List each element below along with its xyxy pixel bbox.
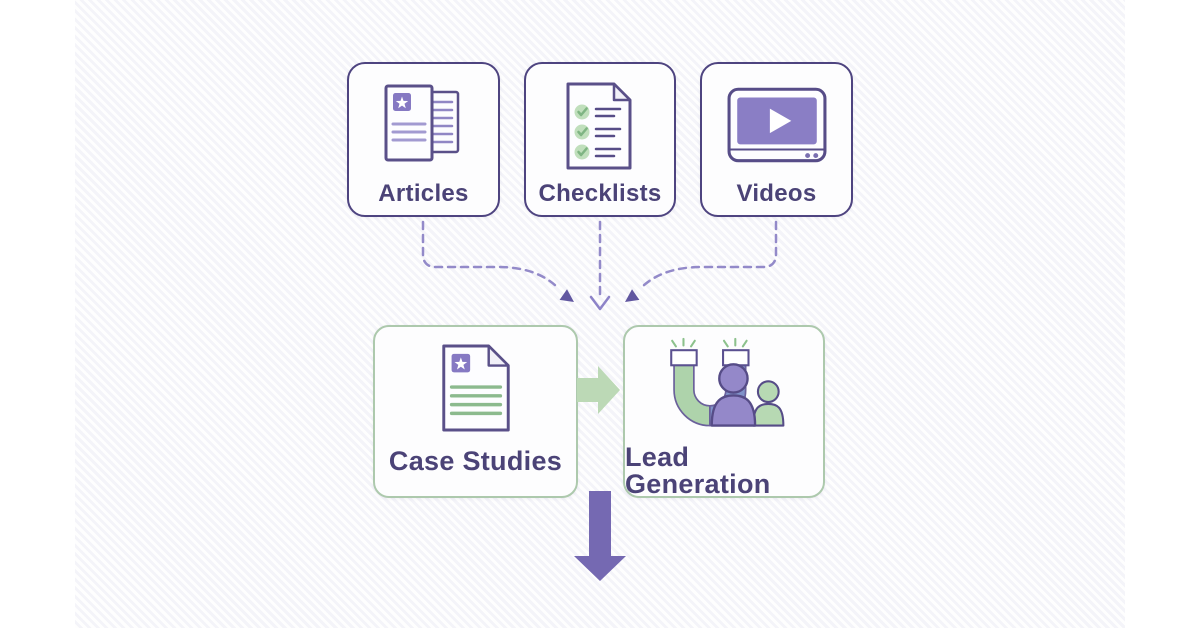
card-case-studies: Case Studies — [373, 325, 578, 498]
articles-documents-icon — [374, 78, 474, 174]
card-label-lead-generation: Lead Generation — [625, 442, 771, 499]
card-videos: Videos — [700, 62, 853, 217]
card-articles: Articles — [347, 62, 500, 217]
checklist-document-icon — [556, 78, 644, 174]
case-study-document-icon — [434, 337, 518, 439]
video-player-icon — [726, 78, 828, 174]
card-checklists: Checklists — [524, 62, 676, 217]
card-label-articles: Articles — [378, 180, 469, 207]
card-label-checklists: Checklists — [538, 180, 662, 207]
card-label-videos: Videos — [736, 180, 817, 207]
card-label-case-studies: Case Studies — [388, 446, 563, 476]
card-lead-generation: Lead Generation — [623, 325, 825, 498]
magnet-people-icon — [650, 337, 798, 435]
